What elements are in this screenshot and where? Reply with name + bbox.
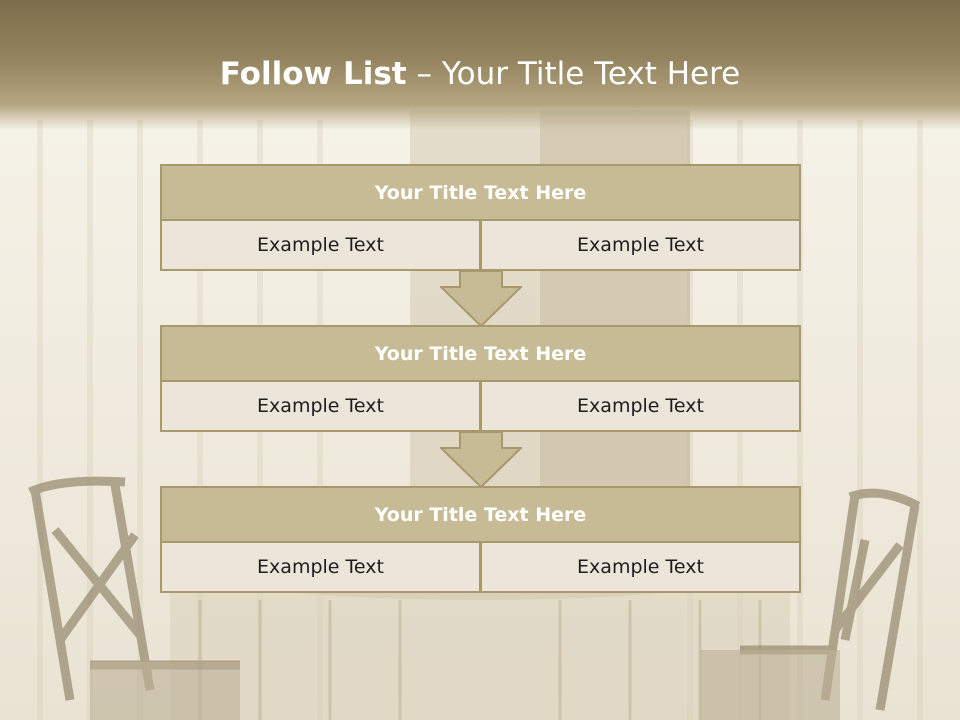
block-cell-right: Example Text (480, 543, 801, 593)
title-main: Follow List (219, 56, 407, 92)
block-title: Your Title Text Here (160, 325, 801, 382)
block-cell-left: Example Text (160, 382, 481, 432)
block-cell-left: Example Text (160, 543, 481, 593)
block-cell-right: Example Text (480, 382, 801, 432)
block-cell-left: Example Text (160, 221, 481, 271)
block-cell-right: Example Text (480, 221, 801, 271)
down-arrow-icon (440, 271, 522, 327)
title-band (0, 0, 960, 130)
down-arrow-icon (440, 432, 522, 488)
title-rest: – Your Title Text Here (406, 56, 741, 92)
page-title: Follow List – Your Title Text Here (0, 56, 960, 92)
block-title: Your Title Text Here (160, 486, 801, 543)
block-title: Your Title Text Here (160, 164, 801, 221)
